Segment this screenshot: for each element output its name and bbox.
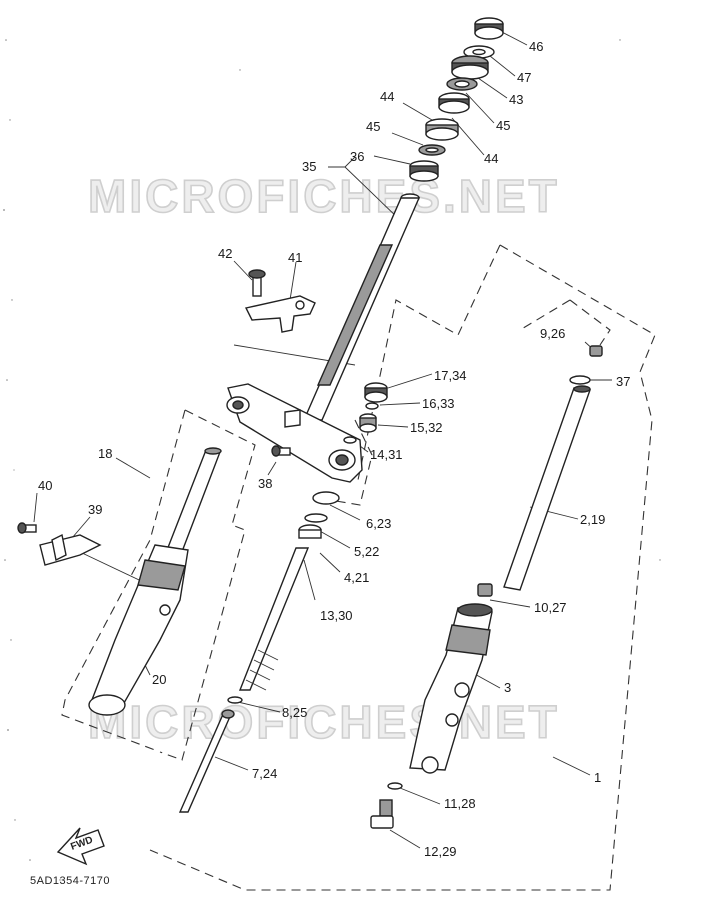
callout-43: 43	[509, 92, 523, 107]
watermark-top: MICROFICHES.NET	[88, 170, 560, 222]
callout-36: 36	[350, 149, 364, 164]
damper-parts-right	[343, 345, 603, 444]
callout-15-32: 15,32	[410, 420, 443, 435]
bottom-bolt	[370, 782, 403, 829]
scan-noise	[3, 39, 661, 881]
callout-37: 37	[616, 374, 630, 389]
callout-6-23: 6,23	[366, 516, 391, 531]
callout-18: 18	[98, 446, 112, 461]
callout-1: 1	[594, 770, 601, 785]
callout-2-19: 2,19	[580, 512, 605, 527]
inner-tube-right	[503, 385, 591, 591]
callout-4-21: 4,21	[344, 570, 369, 585]
callout-9-26: 9,26	[540, 326, 565, 341]
collar	[477, 583, 493, 597]
cable-guide-bracket	[244, 269, 316, 333]
callout-17-34: 17,34	[434, 368, 467, 383]
callout-40: 40	[38, 478, 52, 493]
callout-7-24: 7,24	[252, 766, 277, 781]
callout-8-25: 8,25	[282, 705, 307, 720]
callout-3: 3	[504, 680, 511, 695]
damper-rod-spring	[178, 491, 340, 813]
outer-tube-right	[409, 603, 493, 774]
diagram-code: 5AD1354-7170	[30, 875, 110, 887]
callout-35: 35	[302, 159, 316, 174]
callout-38: 38	[258, 476, 272, 491]
leader-lines	[33, 29, 612, 849]
fork-leg-left	[88, 447, 222, 716]
callout-13-30: 13,30	[320, 608, 353, 623]
callout-42: 42	[218, 246, 232, 261]
callout-16-33: 16,33	[422, 396, 455, 411]
brake-hose-holder	[17, 522, 102, 566]
callout-44-upper: 44	[380, 89, 394, 104]
callout-45: 45	[496, 118, 510, 133]
callout-39: 39	[88, 502, 102, 517]
callout-46: 46	[529, 39, 543, 54]
steering-stack	[409, 17, 504, 182]
callout-10-27: 10,27	[534, 600, 567, 615]
callout-45-lower: 45	[366, 119, 380, 134]
callout-41: 41	[288, 250, 302, 265]
callout-12-29: 12,29	[424, 844, 457, 859]
watermark-bottom: MICROFICHES.NET	[88, 696, 560, 748]
callout-20: 20	[152, 672, 166, 687]
callout-44: 44	[484, 151, 498, 166]
steering-stem-under-bracket	[226, 193, 421, 483]
fwd-arrow: FWD	[56, 827, 105, 866]
pinch-bolt	[271, 445, 291, 457]
callout-5-22: 5,22	[354, 544, 379, 559]
callout-14-31: 14,31	[370, 447, 403, 462]
callout-11-28: 11,28	[444, 796, 476, 811]
callout-labels: 46 47 43 45 44 44 45 36 35 42 41 9,26 37…	[38, 39, 630, 859]
callout-47: 47	[517, 70, 531, 85]
